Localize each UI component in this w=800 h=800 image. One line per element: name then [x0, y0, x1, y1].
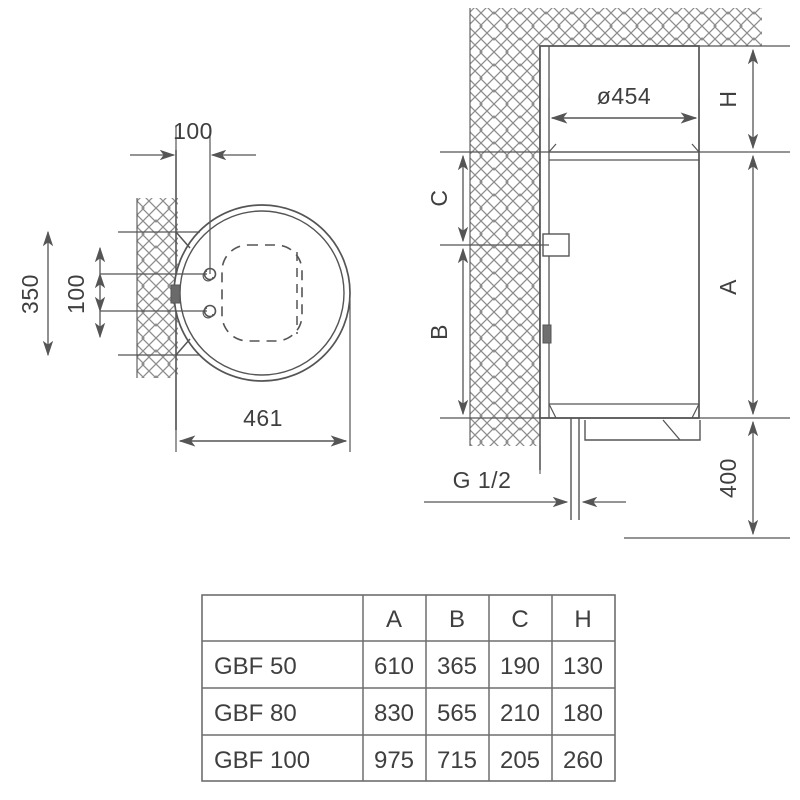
table-cell-B: 715	[437, 747, 477, 774]
table-cell-model: GBF 100	[214, 747, 310, 774]
top-view-group: 100 350 100 461	[17, 118, 351, 452]
wall-bracket-top-view	[170, 231, 191, 356]
table-cell-C: 210	[500, 700, 540, 727]
inner-tank-dashed	[221, 244, 303, 342]
dim-350: 350	[17, 230, 54, 357]
table-cell-model: GBF 50	[214, 653, 297, 680]
dim-top-100: 100	[130, 118, 256, 161]
table-cell-C: 205	[500, 747, 540, 774]
model-dimension-table: A B C H GBF 50 610 365 190 130 GBF 80 83…	[201, 594, 616, 782]
table-header-B: B	[449, 606, 465, 633]
table-cell-H: 130	[563, 653, 603, 680]
table-cell-B: 565	[437, 700, 477, 727]
table-header-row: A B C H	[386, 606, 592, 633]
dim-label-C: C	[426, 189, 452, 206]
water-connection-pipe	[570, 418, 580, 520]
dim-label-hole-100: 100	[63, 274, 89, 314]
dim-hole-100: 100	[63, 246, 106, 339]
dim-label-B: B	[426, 324, 452, 340]
dim-diameter-454: ø454	[550, 83, 698, 124]
wall-bracket-side-lower	[542, 324, 552, 344]
table-cell-C: 190	[500, 653, 540, 680]
side-view-group: ø454 H A 400 C B G	[424, 8, 790, 539]
dim-label-A: A	[715, 279, 741, 295]
table-cell-A: 830	[374, 700, 414, 727]
table-header-A: A	[386, 606, 402, 633]
dim-label-diameter: ø454	[597, 83, 651, 109]
dim-G-thread: G 1/2	[424, 467, 626, 508]
table-row: GBF 100 975 715 205 260	[214, 747, 603, 774]
dim-B: B	[426, 247, 469, 416]
table-header-C: C	[511, 606, 528, 633]
dim-label-350: 350	[17, 274, 43, 314]
bottom-cover	[584, 419, 701, 441]
tank-outline-top	[173, 204, 351, 382]
table-cell-H: 260	[563, 747, 603, 774]
table-cell-model: GBF 80	[214, 700, 297, 727]
table-cell-A: 975	[374, 747, 414, 774]
dim-label-G-thread: G 1/2	[453, 467, 512, 493]
table-cell-B: 365	[437, 653, 477, 680]
table-cell-A: 610	[374, 653, 414, 680]
table-cell-H: 180	[563, 700, 603, 727]
dim-label-461: 461	[243, 405, 283, 431]
dim-400: 400	[715, 420, 759, 536]
dim-A: A	[715, 154, 759, 416]
table-row: GBF 80 830 565 210 180	[214, 700, 603, 727]
dim-label-400: 400	[715, 458, 741, 498]
dim-461: 461	[175, 300, 351, 452]
dim-C: C	[426, 154, 469, 243]
dim-label-H: H	[715, 90, 741, 107]
table-header-H: H	[574, 606, 591, 633]
dim-H: H	[715, 48, 759, 150]
dim-label-top-100: 100	[173, 118, 213, 144]
table-row: GBF 50 610 365 190 130	[214, 653, 603, 680]
side-view-wall-hatch	[470, 8, 762, 446]
